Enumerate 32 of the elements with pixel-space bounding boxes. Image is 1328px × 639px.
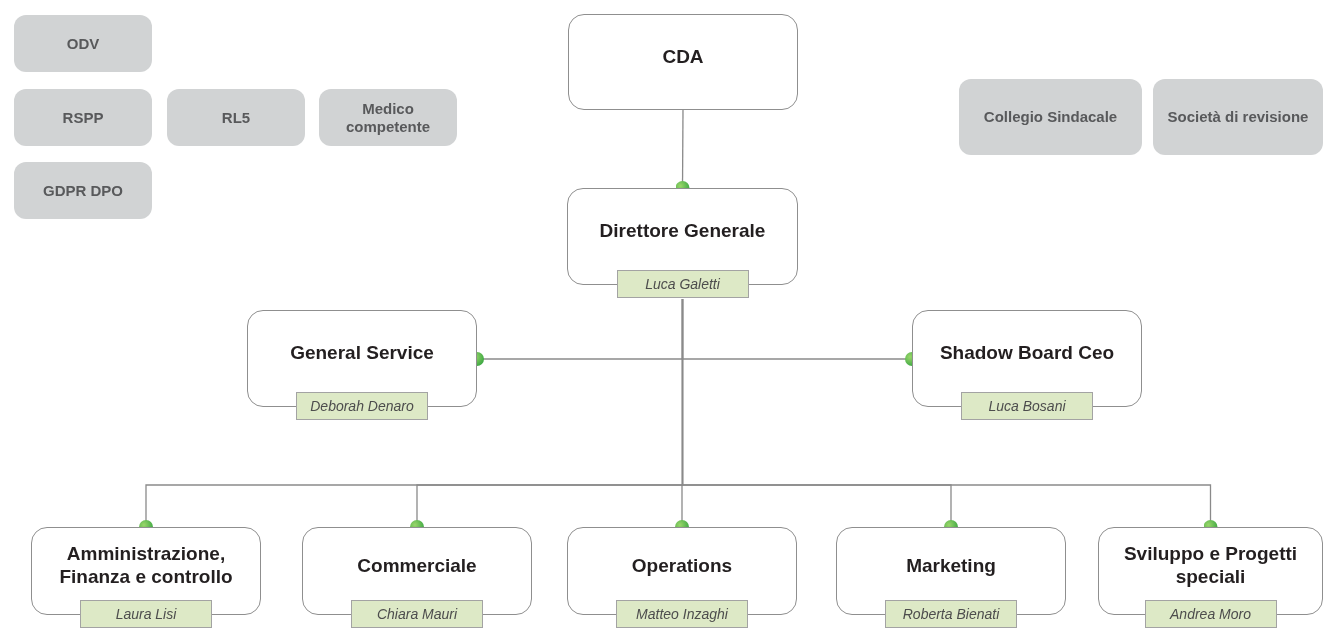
role-box [1153,79,1323,155]
box-title: RL5 [221,108,251,127]
name-tag: Luca Galetti [616,270,749,298]
box-title: GDPR DPO [43,181,123,200]
box-title: Società di revisione [1167,108,1309,126]
role-box [319,89,457,146]
box-title: Commerciale [357,553,477,577]
role-box [959,79,1142,155]
name-tag: Luca Bosani [961,392,1093,420]
role-box [14,89,152,146]
name-tag: Chiara Mauri [351,600,483,628]
name-tag: Matteo Inzaghi [616,600,748,628]
role-box [14,162,152,219]
name-tag: Deborah Denaro [296,392,428,420]
box-title: Amministrazione, Finanza e controllo [58,542,234,588]
box-title: RSPP [62,108,104,127]
box-title: CDA [662,44,704,68]
name-tag: Roberta Bienati [885,600,1017,628]
box-title: ODV [66,34,100,53]
box-title: Direttore Generale [599,219,766,242]
name-tag: Andrea Moro [1144,600,1277,628]
box-title: Sviluppo e Progetti speciali [1122,542,1299,588]
role-box [167,89,305,146]
box-title: Operations [631,553,733,577]
name-tag: Laura Lisi [80,600,212,628]
role-box [14,15,152,72]
box-title: Shadow Board Ceo [939,341,1115,364]
org-box [568,14,798,110]
box-title: Medico competente [344,99,432,136]
box-title: General Service [290,341,434,364]
box-title: Marketing [906,553,996,577]
box-title: Collegio Sindacale [983,108,1118,126]
